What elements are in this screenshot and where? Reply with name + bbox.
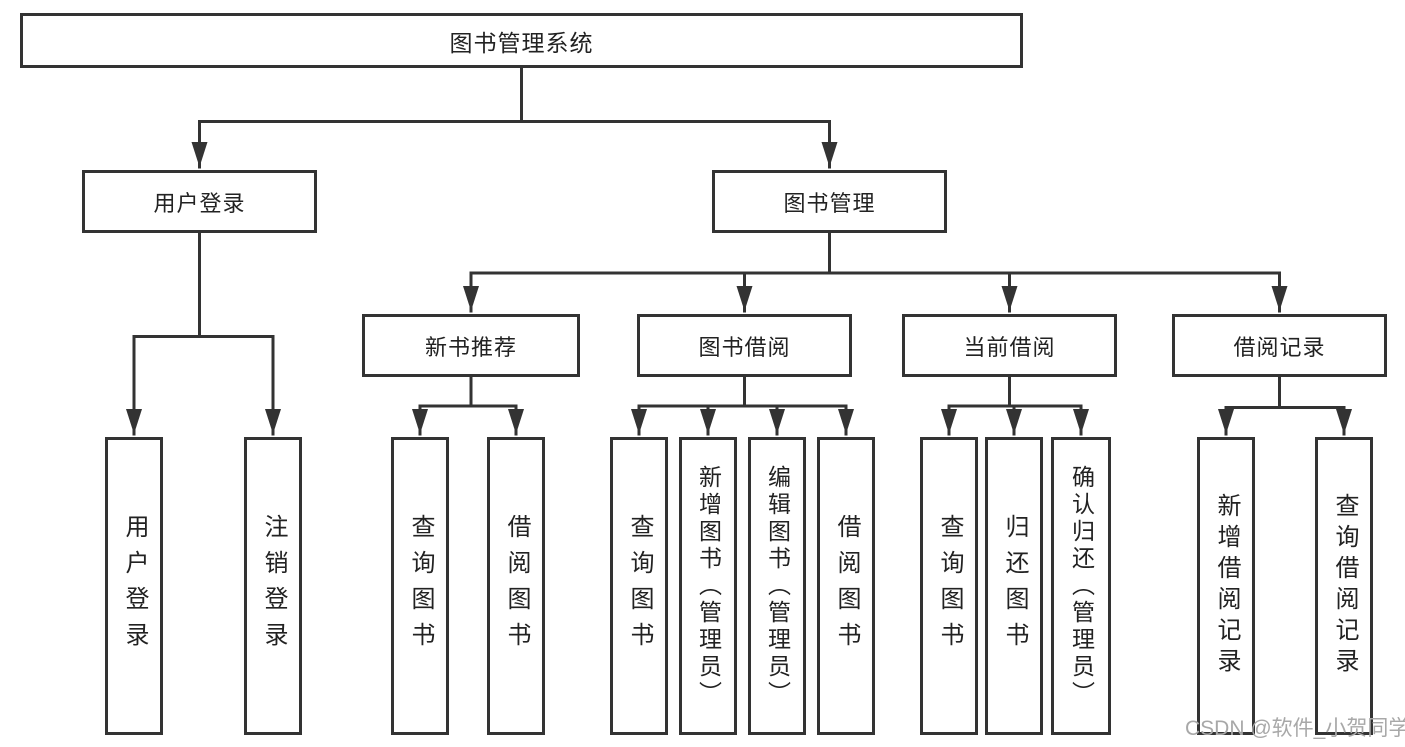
node-current-borrowing: 当前借阅	[902, 314, 1117, 377]
leaf-logout: 注销登录	[244, 437, 302, 735]
leaf-borrow-books: 借阅图书	[817, 437, 875, 735]
leaf-user-login: 用户登录	[105, 437, 163, 735]
node-label: 用户登录	[153, 190, 246, 216]
leaf-search-books-borrowing: 查询图书	[610, 437, 668, 735]
leaf-search-borrow-record: 查询借阅记录	[1315, 437, 1373, 735]
leaf-add-borrow-record: 新增借阅记录	[1197, 437, 1255, 735]
node-label: 当前借阅	[963, 334, 1056, 360]
node-label: 新增借阅记录	[1213, 493, 1240, 679]
leaf-edit-books-admin: 编辑图书（管理员）	[748, 437, 806, 735]
watermark: CSDN @软件_小贺同学	[1185, 717, 1405, 740]
node-label: 查询图书	[936, 514, 963, 658]
node-label: 图书借阅	[698, 334, 791, 360]
node-user-login: 用户登录	[82, 170, 317, 233]
node-borrowing-records: 借阅记录	[1172, 314, 1387, 377]
node-label: 图书管理	[783, 190, 876, 216]
leaf-add-books-admin: 新增图书（管理员）	[679, 437, 737, 735]
leaf-search-books-recommend: 查询图书	[391, 437, 449, 735]
node-label: 确认归还（管理员）	[1068, 464, 1095, 708]
node-label: 编辑图书（管理员）	[764, 464, 791, 708]
node-label: 查询图书	[626, 514, 653, 658]
node-new-book-recommendation: 新书推荐	[362, 314, 580, 377]
node-label: 图书管理系统	[449, 29, 594, 56]
leaf-return-books: 归还图书	[985, 437, 1043, 735]
node-label: 新增图书（管理员）	[695, 464, 722, 708]
node-label: 查询借阅记录	[1331, 493, 1358, 679]
node-label: 用户登录	[121, 514, 148, 658]
leaf-borrow-books-recommend: 借阅图书	[487, 437, 545, 735]
node-book-management: 图书管理	[712, 170, 947, 233]
node-label: 归还图书	[1001, 514, 1028, 658]
node-label: 借阅图书	[503, 514, 530, 658]
leaf-confirm-return-admin: 确认归还（管理员）	[1051, 437, 1111, 735]
node-book-borrowing: 图书借阅	[637, 314, 852, 377]
node-label: 借阅记录	[1233, 334, 1326, 360]
node-label: 查询图书	[407, 514, 434, 658]
node-label: 新书推荐	[424, 334, 517, 360]
node-library-management-system: 图书管理系统	[20, 13, 1023, 68]
node-label: 借阅图书	[833, 514, 860, 658]
leaf-search-books-current: 查询图书	[920, 437, 978, 735]
node-label: 注销登录	[260, 514, 287, 658]
